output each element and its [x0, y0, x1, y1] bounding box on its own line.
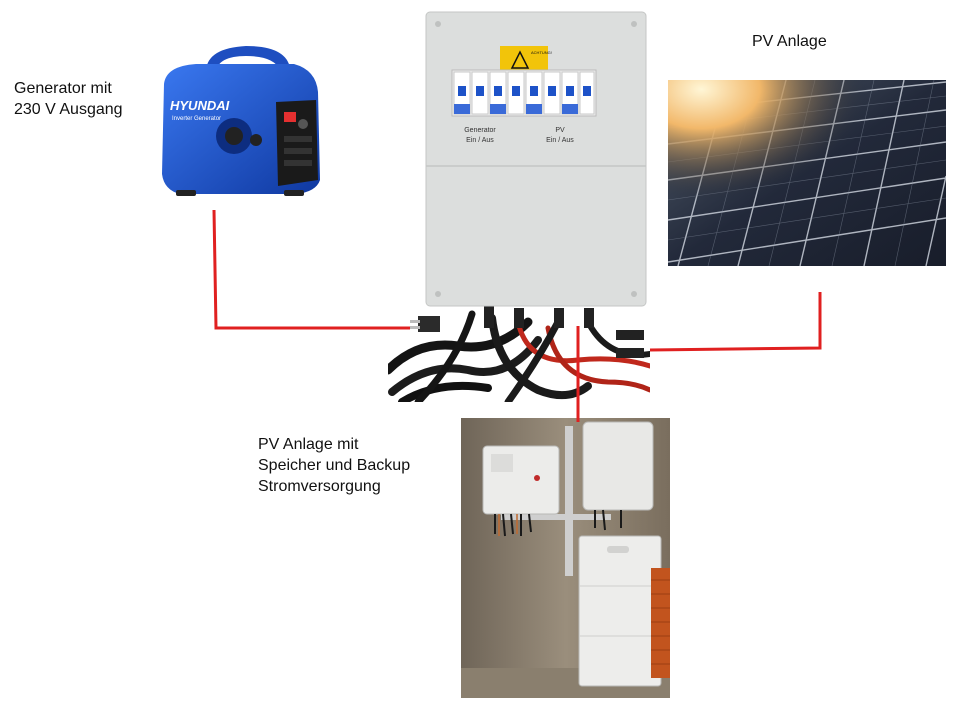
storage-system-image [461, 418, 670, 698]
breaker-generator-label: Generator [464, 127, 496, 134]
generator-model-text: Inverter Generator [172, 116, 221, 122]
switchbox-image: ACHTUNG! [388, 10, 650, 402]
pv-wire [649, 292, 822, 352]
warning-sticker-text: ACHTUNG! [531, 50, 552, 55]
breaker-pv-label: PV [555, 127, 565, 134]
solar-panel-image [668, 80, 946, 266]
breaker-pv-sublabel: Ein / Aus [546, 137, 574, 144]
generator-caption-line2: 230 V Ausgang [14, 101, 123, 118]
generator-image: HYUNDAI Inverter Generator [156, 40, 324, 200]
storage-caption-line3: Stromversorgung [258, 478, 381, 495]
generator-wire [212, 209, 410, 330]
pv-caption: PV Anlage [752, 33, 827, 50]
storage-caption-line2: Speicher und Backup [258, 457, 411, 474]
breaker-generator-sublabel: Ein / Aus [466, 137, 494, 144]
storage-caption-line1: PV Anlage mit [258, 436, 359, 453]
storage-caption: PV Anlage mit Speicher und Backup Stromv… [258, 434, 410, 497]
generator-caption: Generator mit 230 V Ausgang [14, 78, 123, 120]
generator-brand-text: HYUNDAI [170, 98, 230, 113]
generator-caption-line1: Generator mit [14, 80, 112, 97]
